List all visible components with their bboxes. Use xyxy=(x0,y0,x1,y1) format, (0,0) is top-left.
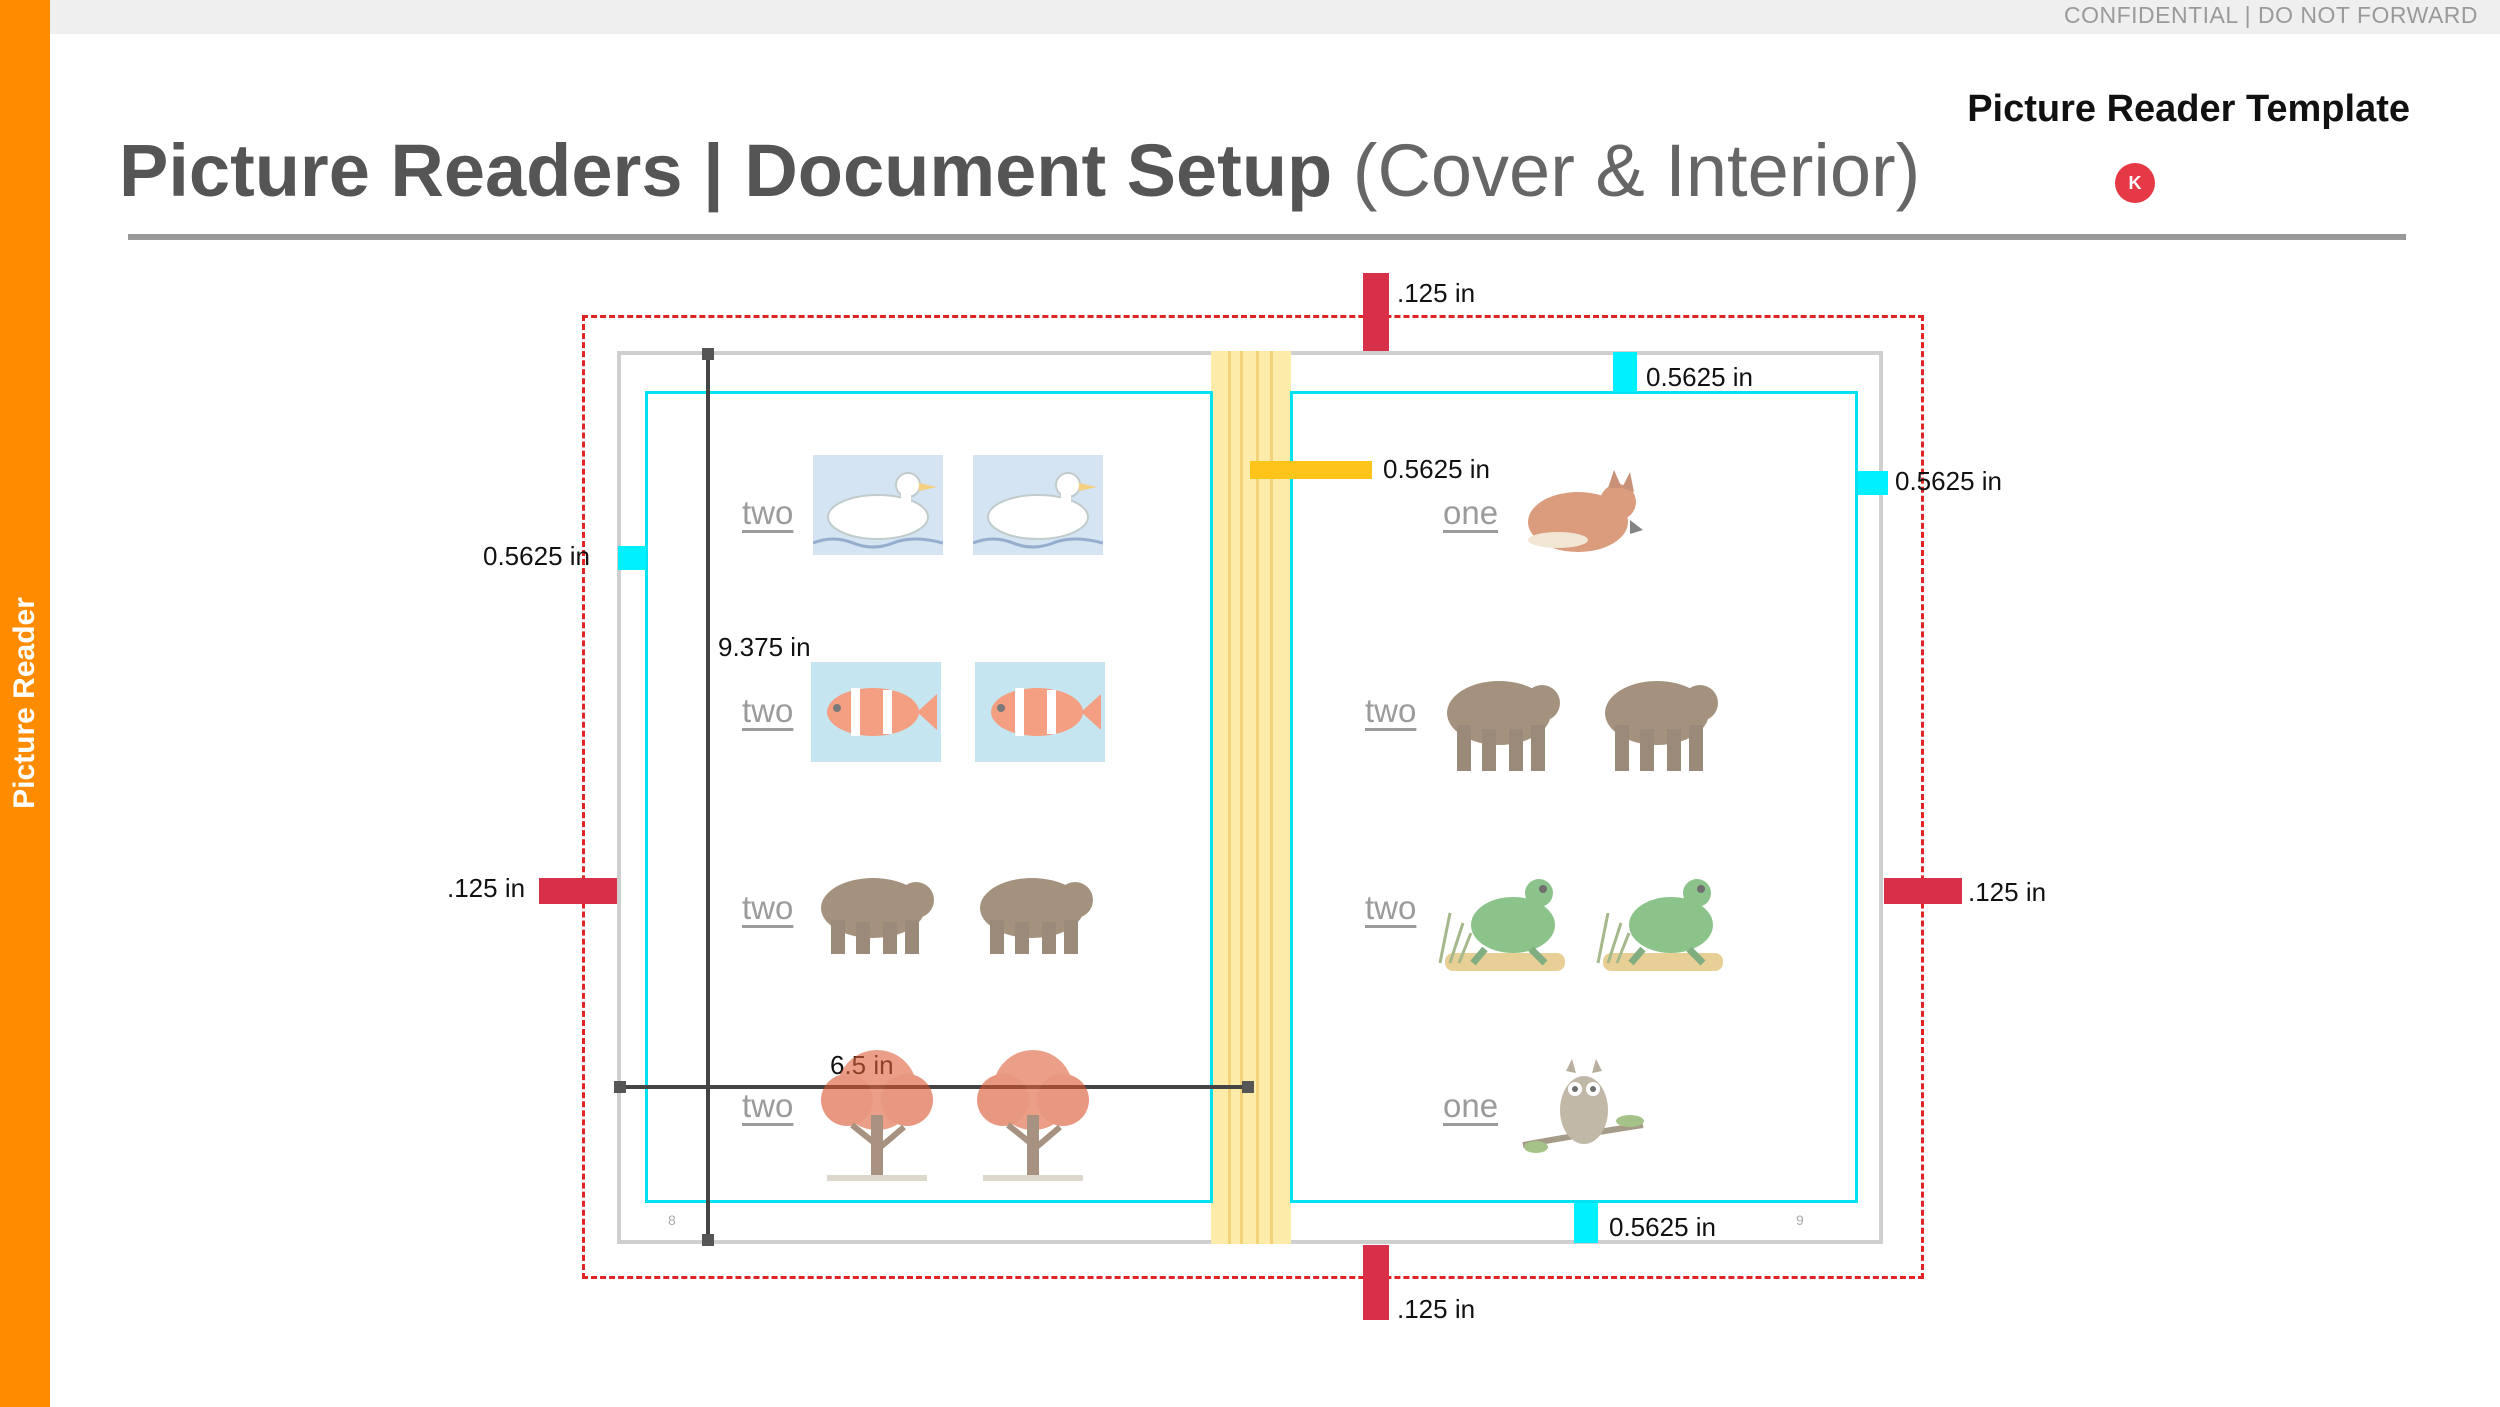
bleed-bottom-label: .125 in xyxy=(1397,1294,1476,1324)
left-row-3-word: two xyxy=(742,889,794,926)
page-title-main: Picture Readers | Document Setup xyxy=(119,129,1333,212)
margin-right-marker xyxy=(1858,471,1888,495)
bear-icon xyxy=(1605,681,1718,771)
spine-line xyxy=(1256,351,1259,1244)
confidential-notice: CONFIDENTIAL | DO NOT FORWARD xyxy=(2063,2,2478,28)
width-dimension-line xyxy=(620,1085,1248,1089)
height-dimension-end xyxy=(702,1234,714,1246)
bleed-left-label: .125 in xyxy=(447,873,526,903)
bear-icon xyxy=(821,878,934,954)
right-page-number: 9 xyxy=(1796,1212,1804,1228)
spine xyxy=(1211,351,1291,1244)
width-dimension-end xyxy=(614,1081,626,1093)
clownfish-icon xyxy=(811,662,941,762)
bear-icon xyxy=(1447,681,1560,771)
page-title-sub: (Cover & Interior) xyxy=(1352,129,1921,212)
margin-left-marker xyxy=(618,546,646,570)
bleed-left-marker xyxy=(539,878,617,904)
template-title: Picture Reader Template xyxy=(1967,88,2410,130)
height-dimension-end xyxy=(702,348,714,360)
right-safe-area xyxy=(1290,391,1858,1203)
spine-line xyxy=(1228,351,1231,1244)
gutter-label: 0.5625 in xyxy=(1383,454,1490,484)
bleed-right-label: .125 in xyxy=(1968,877,2047,907)
right-row-4-word: one xyxy=(1443,1087,1499,1124)
frog-icon xyxy=(1438,879,1565,971)
width-dimension-end xyxy=(1242,1081,1254,1093)
right-row-2-word: two xyxy=(1365,692,1417,729)
height-dimension-line xyxy=(706,354,710,1240)
left-page-number: 8 xyxy=(668,1212,676,1228)
frog-icon xyxy=(1596,879,1723,971)
gutter-marker xyxy=(1250,461,1372,479)
bear-icon xyxy=(980,878,1093,954)
duck-icon xyxy=(813,455,943,555)
tree-icon xyxy=(977,1050,1089,1181)
right-row-3-word: two xyxy=(1365,889,1417,926)
margin-right-label: 0.5625 in xyxy=(1895,466,2002,496)
tree-icon xyxy=(821,1050,933,1181)
bleed-box xyxy=(582,315,1924,1279)
left-safe-area xyxy=(645,391,1213,1203)
k-badge: K xyxy=(2115,163,2155,203)
right-row-1-word: one xyxy=(1443,494,1499,531)
bleed-bottom-marker xyxy=(1363,1245,1389,1320)
margin-top-label: 0.5625 in xyxy=(1646,362,1753,392)
sidebar-label: Picture Reader xyxy=(8,597,41,809)
margin-bottom-label: 0.5625 in xyxy=(1609,1212,1716,1242)
left-row-2-word: two xyxy=(742,692,794,729)
sidebar: Picture Reader xyxy=(0,0,50,1407)
bleed-top-label: .125 in xyxy=(1397,278,1476,308)
margin-top-marker xyxy=(1613,352,1637,392)
left-row-1-word: two xyxy=(742,494,794,531)
margin-bottom-marker xyxy=(1574,1203,1598,1243)
bleed-top-marker xyxy=(1363,273,1389,351)
fox-icon xyxy=(1528,470,1643,552)
clownfish-icon xyxy=(975,662,1105,762)
top-bar xyxy=(0,0,2500,34)
page-title: Picture Readers | Document Setup (Cover … xyxy=(119,128,1920,213)
duck-icon xyxy=(973,455,1103,555)
height-label: 9.375 in xyxy=(718,632,811,662)
title-rule xyxy=(128,234,2406,240)
spine-line xyxy=(1240,351,1243,1244)
bleed-right-marker xyxy=(1884,878,1962,904)
spine-line xyxy=(1270,351,1273,1244)
margin-left-label: 0.5625 in xyxy=(483,541,590,571)
owl-icon xyxy=(1522,1059,1644,1153)
left-row-4-word: two xyxy=(742,1087,794,1124)
